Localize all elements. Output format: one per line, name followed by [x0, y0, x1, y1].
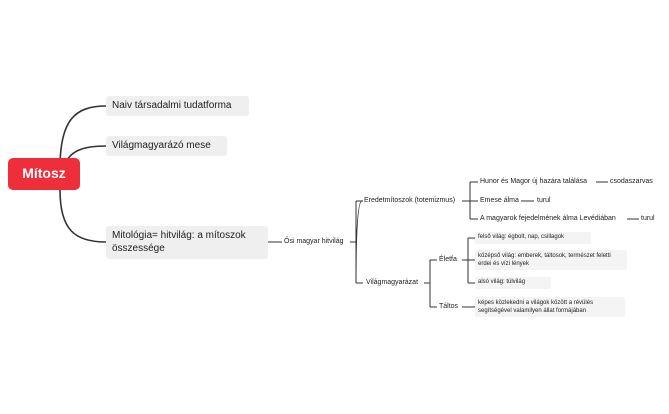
item-felso-vilag[interactable]: felső világ: égbolt, nap, csillagok: [475, 232, 591, 244]
main-topic-vilagmagyarazo[interactable]: Világmagyarázó mese: [106, 136, 227, 156]
topic-eredetmitoszok[interactable]: Eredetmítoszok (totemizmus): [364, 196, 456, 204]
item-levedia[interactable]: A magyarok fejedelmének álma Levédiában: [480, 214, 616, 222]
topic-taltos[interactable]: Táltos: [439, 302, 459, 310]
connector-eletfa-items: [462, 237, 475, 284]
topic-eletfa[interactable]: Életfa: [439, 255, 457, 263]
connector-root-naiv: [59, 105, 107, 169]
connector-eredet-items: [462, 181, 478, 220]
root-topic-mitosz[interactable]: Mítosz: [8, 158, 80, 190]
item-hunor-magor[interactable]: Hunor és Magor új hazára találása: [480, 177, 588, 185]
item-turul-emese[interactable]: turul: [537, 196, 551, 204]
topic-vilagmagyarazat[interactable]: Világmagyarázat: [366, 278, 419, 286]
main-topic-naiv[interactable]: Naiv társadalmi tudatforma: [106, 96, 249, 116]
item-turul-levedia[interactable]: turul: [641, 214, 655, 222]
item-taltos-revules[interactable]: képes közlekedni a világok között a révü…: [475, 297, 625, 317]
topic-osi-magyar-hitvilag[interactable]: Ősi magyar hitvilág: [284, 237, 344, 245]
item-emese-alma[interactable]: Emese álma: [480, 196, 519, 204]
connector-osi-branches: [350, 200, 363, 284]
item-kozepso-vilag[interactable]: középső világ: emberek, táltosok, termés…: [475, 250, 627, 270]
connector-root-mitologia: [59, 189, 107, 243]
item-also-vilag[interactable]: alsó világ: túlvilág: [475, 277, 551, 289]
main-topic-mitologia[interactable]: Mitológia= hitvilág: a mítoszok összessé…: [106, 226, 268, 259]
item-csodaszarvas[interactable]: csodaszarvas: [610, 177, 653, 185]
connector-vilag-branches: [424, 259, 437, 308]
